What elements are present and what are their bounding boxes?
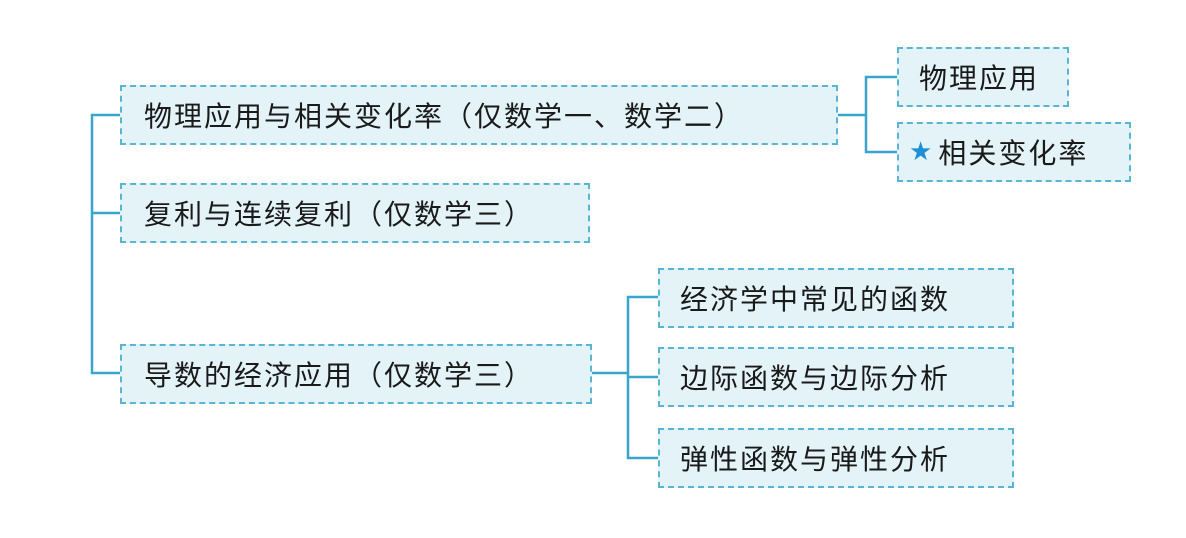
node-label: 导数的经济应用（仅数学三）: [144, 359, 535, 392]
node-label: 弹性函数与弹性分析: [680, 443, 951, 476]
node-label: 复利与连续复利（仅数学三）: [144, 198, 535, 231]
node-elasticity-analysis: 弹性函数与弹性分析: [658, 428, 1014, 488]
node-label: 边际函数与边际分析: [680, 362, 951, 395]
node-physical-applications: 物理应用: [897, 47, 1069, 107]
node-related-rates: ★ 相关变化率: [897, 122, 1131, 182]
node-label: 经济学中常见的函数: [680, 283, 951, 316]
node-physics-related-rates: 物理应用与相关变化率（仅数学一、数学二）: [120, 85, 838, 145]
node-marginal-analysis: 边际函数与边际分析: [658, 347, 1014, 407]
node-compound-interest: 复利与连续复利（仅数学三）: [120, 183, 590, 243]
node-label: 相关变化率: [938, 137, 1089, 170]
node-label: 物理应用: [919, 62, 1040, 95]
node-economic-applications: 导数的经济应用（仅数学三）: [120, 344, 592, 404]
node-common-economic-functions: 经济学中常见的函数: [658, 268, 1014, 328]
node-label: 物理应用与相关变化率（仅数学一、数学二）: [144, 100, 745, 133]
star-icon: ★: [909, 137, 933, 167]
